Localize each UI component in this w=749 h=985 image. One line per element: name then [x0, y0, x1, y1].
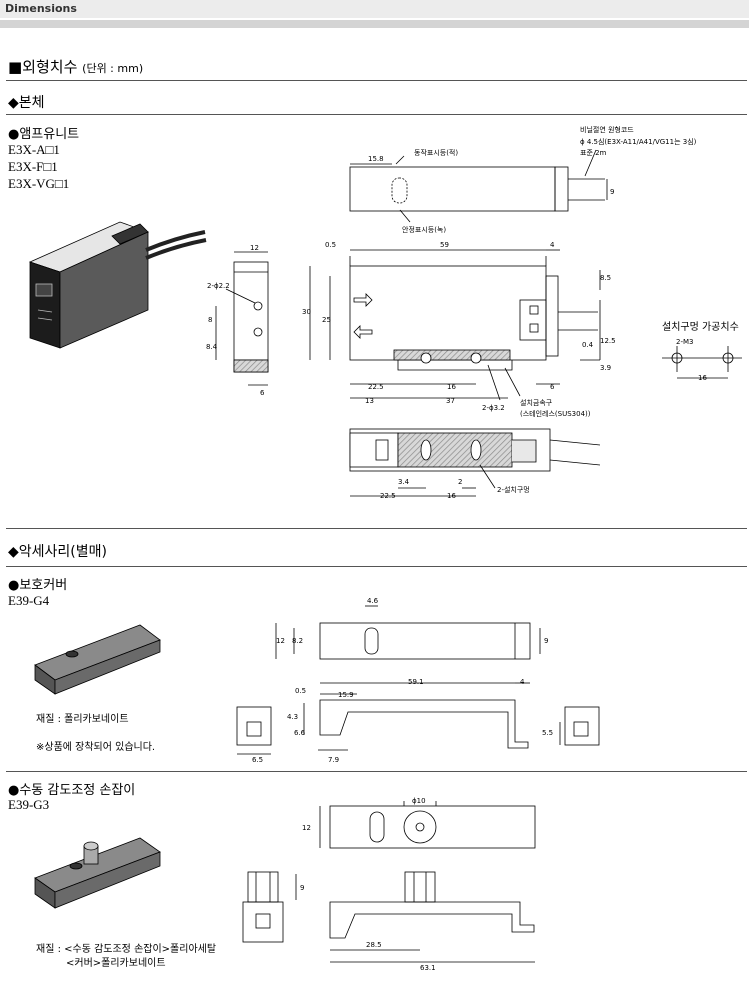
label-op-indicator: 동작표시등(적)	[414, 148, 458, 157]
cover-dim-4-3: 4.3	[287, 713, 298, 721]
page-header-bar	[0, 0, 749, 18]
cover-dim-0-5: 0.5	[295, 687, 306, 695]
dim-4: 4	[550, 241, 555, 249]
dim-59: 59	[440, 241, 449, 249]
divider-5	[6, 771, 747, 772]
main-title: ■외형치수 (단위 : mm)	[8, 56, 143, 77]
section-body-title: ◆본체	[8, 95, 45, 111]
knob-dim-9: 9	[300, 884, 304, 892]
main-title-unit: (단위 : mm)	[82, 62, 144, 75]
knob-front-view	[329, 871, 535, 963]
label-bracket-2: (스테인레스(SUS304))	[520, 409, 591, 418]
knob-material-1: 재질 : <수동 감도조정 손잡이>폴리아세탈	[36, 944, 217, 955]
cover-dim-9: 9	[544, 637, 548, 645]
amp-side-view-left	[215, 251, 269, 386]
label-m3: 2-M3	[676, 338, 693, 346]
cover-dim-59-1: 59.1	[408, 678, 424, 686]
cover-dim-8-2: 8.2	[292, 637, 303, 645]
dim-6a: 6	[260, 389, 265, 397]
page-header-title: Dimensions	[5, 2, 77, 15]
dim-16b: 16	[447, 492, 456, 500]
dim-3-9: 3.9	[600, 364, 611, 372]
amp-unit-product-picture	[28, 221, 207, 349]
divider-1	[6, 80, 747, 81]
label-stable-indicator: 안정표시등(녹)	[402, 225, 446, 234]
header-rule	[0, 20, 749, 28]
amp-bottom-view	[349, 428, 601, 497]
cover-dim-4-6: 4.6	[367, 597, 379, 605]
main-title-label: ■외형치수	[8, 58, 78, 76]
cover-dim-7-9: 7.9	[328, 756, 339, 764]
dim-8-5: 8.5	[600, 274, 611, 282]
cover-dim-5-5: 5.5	[542, 729, 553, 737]
dim-22-5: 22.5	[368, 383, 384, 391]
dim-13: 13	[365, 397, 374, 405]
amp-model-2: E3X-F□1	[8, 159, 58, 174]
dim-12a: 12	[250, 244, 259, 252]
dim-16: 16	[447, 383, 456, 391]
cover-side-view-right	[559, 706, 600, 746]
dim-0-4: 0.4	[582, 341, 594, 349]
amp-model-3: E3X-VG□1	[8, 176, 70, 191]
dim-2: 2	[458, 478, 462, 486]
amp-top-view	[349, 149, 608, 223]
dim-9a: 9	[610, 188, 614, 196]
cover-dim-12: 12	[276, 637, 285, 645]
cover-dim-15-9: 15.9	[338, 691, 354, 699]
cover-dim-4: 4	[520, 678, 525, 686]
dim-6b: 6	[550, 383, 555, 391]
dim-22-5b: 22.5	[380, 492, 396, 500]
cover-top-view	[275, 605, 541, 660]
knob-model: E39-G3	[8, 797, 50, 812]
knob-dim-12: 12	[302, 824, 311, 832]
label-mount-holes: 2-설치구멍	[497, 485, 530, 494]
dim-0-5: 0.5	[325, 241, 336, 249]
dim-30: 30	[302, 308, 311, 316]
label-cable-2: ϕ 4.5심(E3X-A11/A41/VG11는 3심)	[580, 137, 697, 146]
dim-25: 25	[322, 316, 331, 324]
dim-15-8: 15.8	[368, 155, 384, 163]
knob-title: ●수동 감도조정 손잡이	[8, 783, 136, 798]
cover-dim-6-5: 6.5	[252, 756, 263, 764]
divider-2	[6, 114, 747, 115]
knob-dim-28-5: 28.5	[366, 941, 382, 949]
dim-3-4: 3.4	[398, 478, 410, 486]
knob-top-view	[319, 801, 536, 849]
cover-product-picture	[34, 624, 161, 695]
dim-37: 37	[446, 397, 455, 405]
amp-front-view	[309, 249, 601, 401]
section-accessory-title: ◆악세사리(별매)	[8, 544, 107, 560]
divider-4	[6, 566, 747, 567]
amp-unit-title: ●앰프유니트	[8, 127, 80, 142]
cover-dim-6-6: 6.6	[294, 729, 306, 737]
dim-16c: 16	[698, 374, 707, 382]
cover-front-view	[303, 682, 530, 751]
panel-cutout-drawing	[662, 346, 742, 379]
dim-8: 8	[208, 316, 212, 324]
label-phi32: 2-ϕ3.2	[482, 404, 505, 412]
cover-title: ●보호커버	[8, 578, 68, 593]
label-panel-title: 설치구멍 가공치수	[662, 321, 739, 333]
cover-side-view-left	[236, 706, 272, 755]
label-phi22: 2-ϕ2.2	[207, 282, 230, 290]
divider-3	[6, 528, 747, 529]
amp-model-1: E3X-A□1	[8, 142, 60, 157]
cover-note: ※상품에 장착되어 있습니다.	[36, 742, 156, 753]
dim-12-5: 12.5	[600, 337, 616, 345]
knob-material-2: <커버>폴리카보네이트	[66, 958, 166, 969]
cover-material: 재질 : 폴리카보네이트	[36, 714, 129, 725]
knob-product-picture	[34, 837, 161, 909]
dim-8-4: 8.4	[206, 343, 218, 351]
knob-dim-63-1: 63.1	[420, 964, 436, 972]
label-cable-3: 표준 2m	[580, 149, 607, 157]
label-bracket-1: 설치금속구	[520, 398, 553, 407]
knob-side-view	[242, 871, 297, 943]
cover-model: E39-G4	[8, 593, 50, 608]
knob-dim-phi10: ϕ10	[412, 797, 426, 805]
label-cable-1: 비닐절연 원형코드	[580, 125, 634, 134]
